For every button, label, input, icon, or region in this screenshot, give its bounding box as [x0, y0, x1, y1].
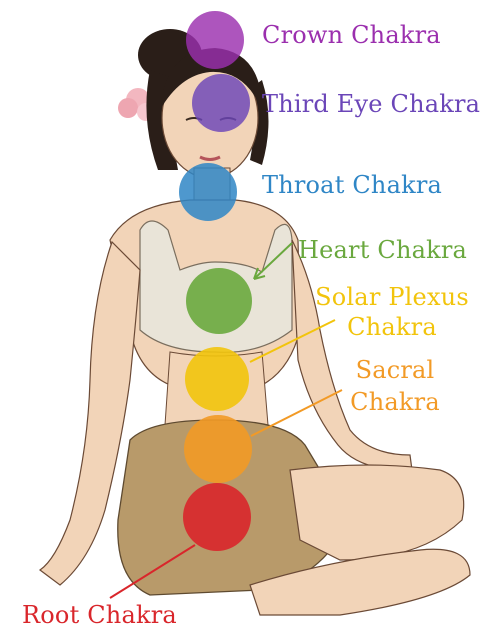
solar-plexus-chakra-label-line2: Chakra [302, 312, 482, 342]
sacral-chakra-label-line1: Sacral [340, 355, 450, 385]
root-chakra-dot [183, 483, 251, 551]
throat-chakra-label: Throat Chakra [262, 170, 442, 200]
third-eye-chakra-label: Third Eye Chakra [262, 89, 480, 119]
heart-chakra-label: Heart Chakra [298, 235, 467, 265]
throat-chakra-dot [179, 163, 237, 221]
third-eye-chakra-dot [192, 74, 250, 132]
heart-chakra-dot [186, 268, 252, 334]
crown-chakra-label: Crown Chakra [262, 20, 441, 50]
solar-plexus-chakra-label-line1: Solar Plexus [302, 282, 482, 312]
sacral-chakra-dot [184, 415, 252, 483]
solar-plexus-chakra-dot [185, 347, 249, 411]
sacral-chakra-label-line2: Chakra [340, 387, 450, 417]
root-chakra-label: Root Chakra [22, 600, 177, 630]
crown-chakra-dot [186, 11, 244, 69]
